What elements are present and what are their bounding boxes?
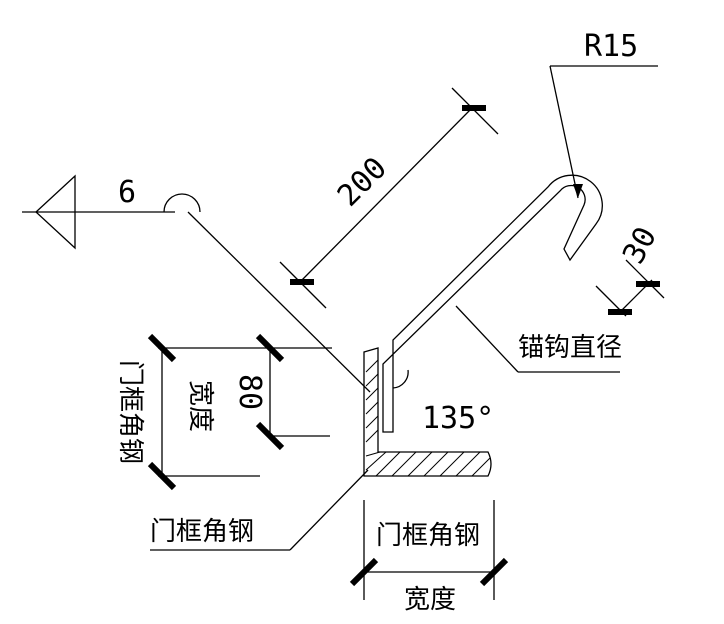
length-dimension: [279, 87, 499, 309]
door-angle-steel-left-label: 门框角钢: [115, 360, 145, 464]
anchor-hook-outline: [382, 174, 603, 433]
angle-steel-section: [363, 347, 492, 477]
weld-size-text: 6: [118, 175, 136, 210]
door-angle-steel-bottom-label: 门框角钢: [150, 517, 254, 547]
door-angle-steel-right-label: 门框角钢: [376, 521, 480, 551]
width-dimension-left: [147, 333, 332, 491]
angle-steel-outline: [363, 347, 492, 477]
width-value-text: 80: [232, 374, 267, 410]
diameter-leader: [455, 305, 620, 373]
angle-steel-leader: [150, 469, 369, 551]
fillet-weld-mark: [163, 193, 201, 213]
radius-text: R15: [584, 29, 638, 64]
radius-leader: [549, 65, 658, 199]
anchor-hook: [382, 174, 603, 433]
width-left-label: 宽度: [185, 380, 215, 432]
weld-symbol: [22, 174, 371, 393]
angle-text: 135°: [422, 401, 494, 436]
angle-arc: [392, 369, 409, 389]
dim-line-200: [299, 107, 473, 283]
anchor-hook-diameter-label: 锚钩直径: [518, 333, 622, 363]
width-bottom-label: 宽度: [404, 585, 456, 615]
hook-end-text: 30: [616, 221, 664, 269]
weld-leader-line: [187, 211, 371, 393]
hook-end-dimension: [595, 259, 665, 317]
width-dimension-bottom: [349, 500, 509, 600]
length-text: 200: [331, 151, 394, 214]
